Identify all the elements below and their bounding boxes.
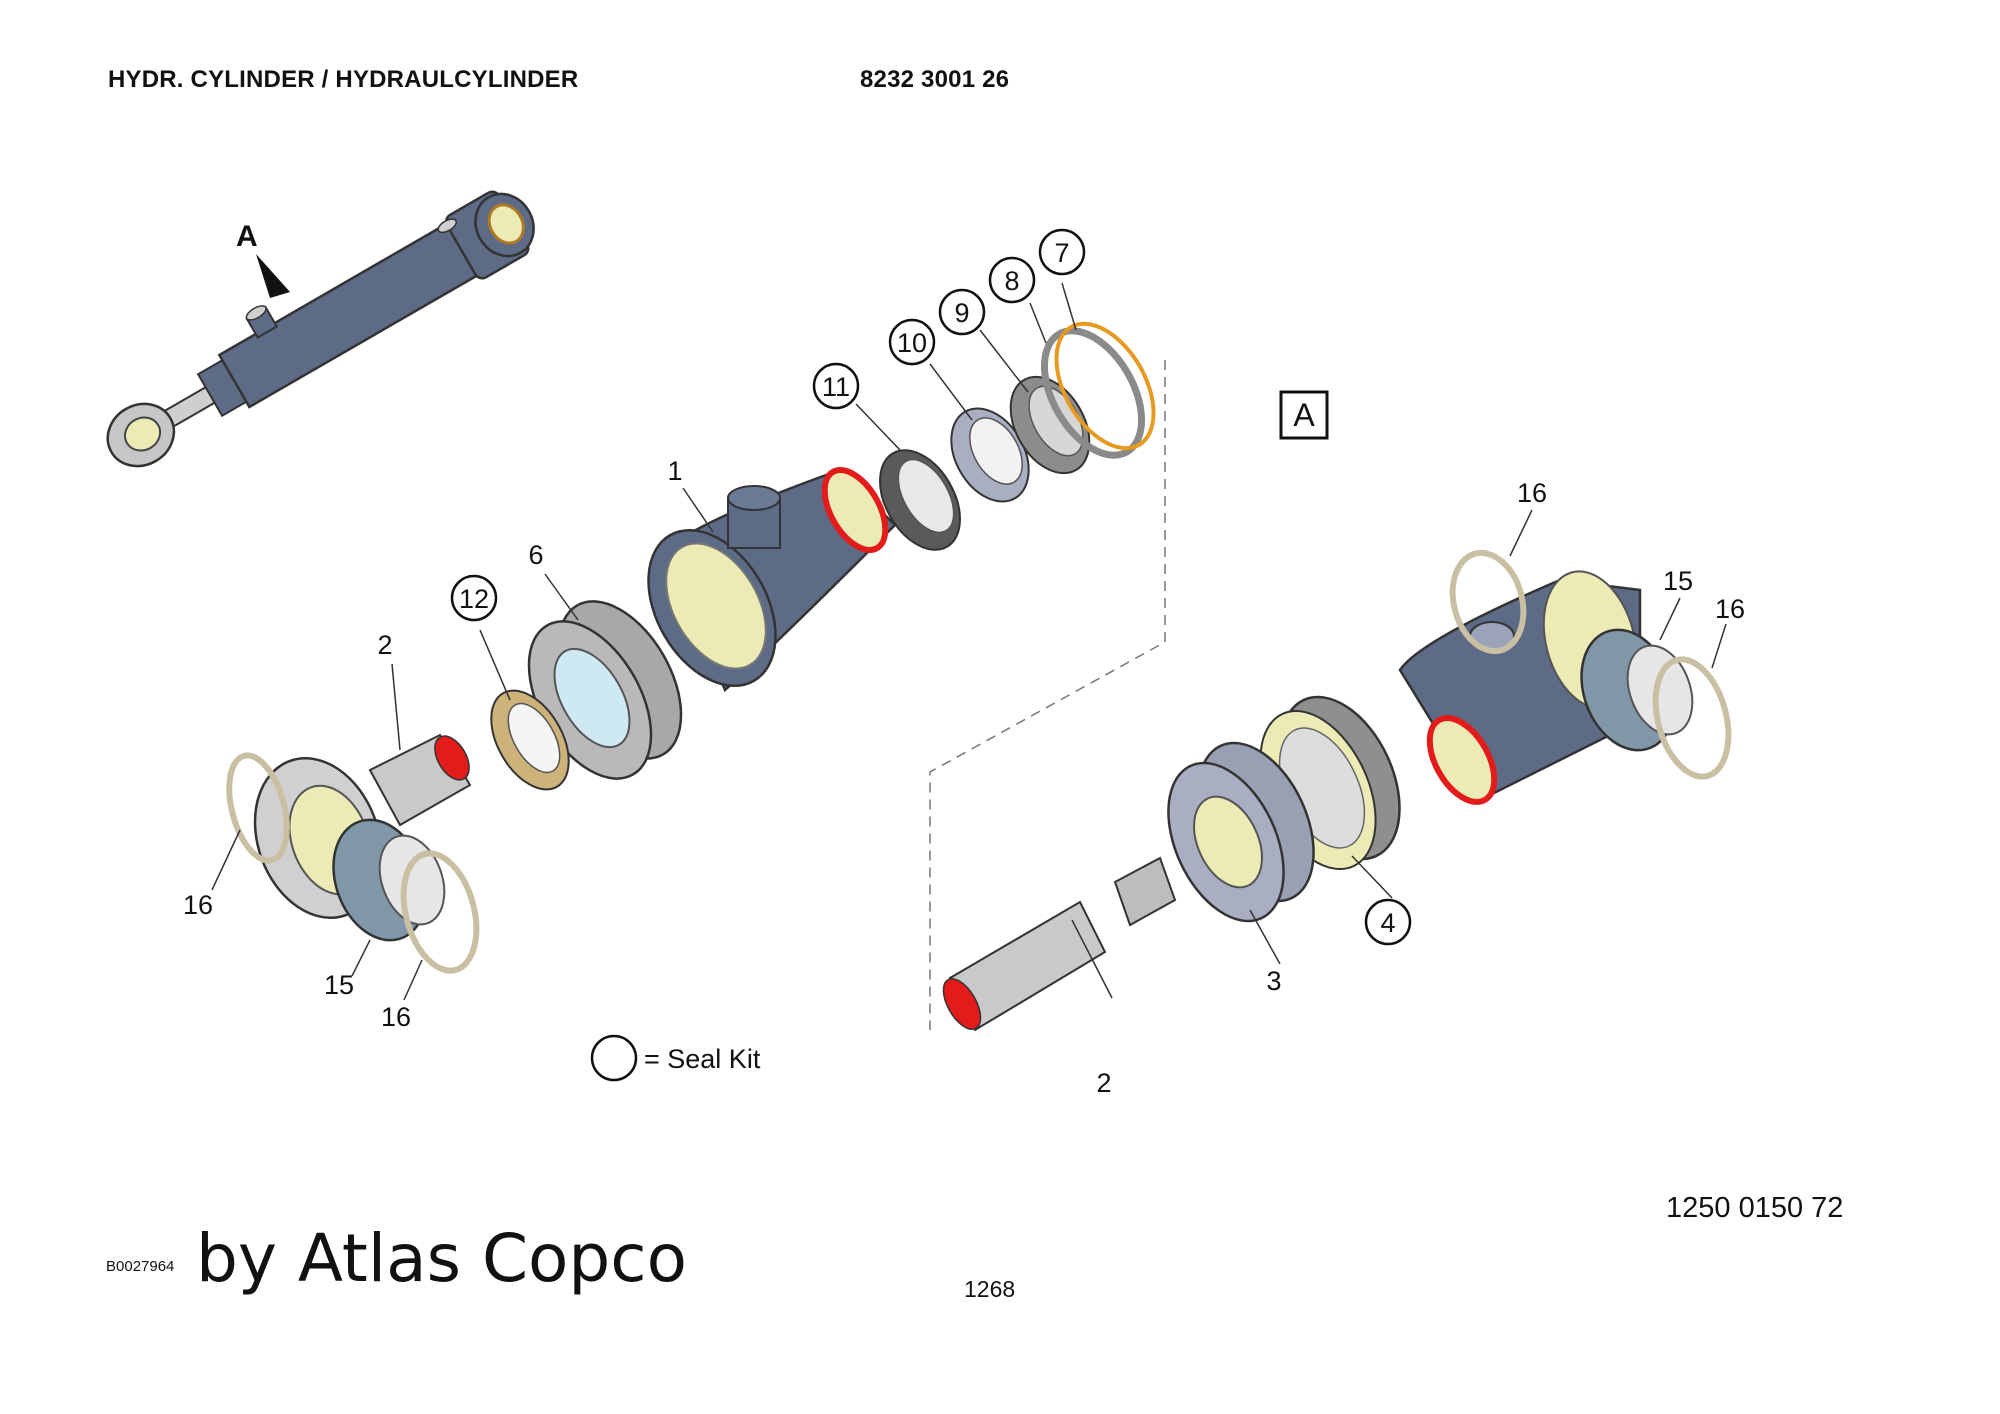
callout-2-right: 2 (1096, 1068, 1111, 1098)
detail-box-label: A (1293, 397, 1315, 433)
drawing-code: 1250 0150 72 (1666, 1192, 1844, 1224)
detail-a-arrow (256, 254, 290, 298)
callout-10: 10 (897, 328, 927, 358)
callout-9-circle (938, 288, 986, 336)
part-6-gland-nut (527, 600, 683, 780)
part-15-ball-joint-right (1580, 628, 1694, 752)
detail-a-arrow-label: A (236, 220, 258, 253)
callout-4: 4 (1380, 908, 1395, 938)
seal-kit-legend-circle (590, 1034, 638, 1082)
callout-3: 3 (1266, 966, 1281, 996)
drawing-title: HYDR. CYLINDER / HYDRAULCYLINDER (108, 66, 579, 93)
overview-cylinder: A (106, 190, 535, 468)
part-10-seal (950, 407, 1030, 503)
part-3-piston (1167, 741, 1315, 923)
part-8-7-seal-rings (1040, 321, 1156, 459)
part-2-rod-right (942, 856, 1177, 1032)
callout-12-circle (450, 574, 498, 622)
callout-16-right-b: 16 (1715, 594, 1745, 624)
callout-2-left: 2 (377, 630, 392, 660)
seal-kit-legend-text: = Seal Kit (644, 1044, 761, 1074)
callout-8-circle (988, 256, 1036, 304)
callout-7: 7 (1054, 238, 1069, 268)
part-11-seal (879, 449, 961, 551)
detail-outline (929, 360, 1166, 1030)
callout-15-left: 15 (324, 970, 354, 1000)
callout-10-circle (888, 318, 936, 366)
callout-8: 8 (1004, 266, 1019, 296)
callout-1: 1 (667, 456, 682, 486)
callout-16-left-a: 16 (183, 890, 213, 920)
detail-box (1279, 390, 1329, 440)
callout-15-right: 15 (1663, 566, 1693, 596)
part-number: 8232 3001 26 (860, 66, 1010, 93)
callout-16-right-a: 16 (1517, 478, 1547, 508)
callout-16-left-b: 16 (381, 1002, 411, 1032)
callout-11: 11 (822, 372, 850, 402)
page-number: 1268 (964, 1276, 1016, 1302)
leader-lines (211, 282, 1727, 1001)
callout-6: 6 (528, 540, 543, 570)
part-12-wiper (490, 689, 570, 791)
callout-11-circle (812, 362, 860, 410)
end-eye-right (1398, 570, 1642, 805)
brand-watermark: by Atlas Copco (196, 1220, 687, 1297)
part-16-circlip-left-a (226, 752, 290, 864)
callout-9: 9 (954, 298, 969, 328)
callout-12: 12 (459, 584, 489, 614)
image-id: B0027964 (106, 1258, 175, 1275)
part-1-cylinder-barrel (647, 467, 897, 693)
part-16-circlip-right-b (1652, 656, 1732, 780)
part-16-circlip-left-b (400, 850, 480, 974)
callout-7-circle (1038, 228, 1086, 276)
callout-4-circle (1364, 898, 1412, 946)
part-16-circlip-right-a (1449, 549, 1527, 655)
